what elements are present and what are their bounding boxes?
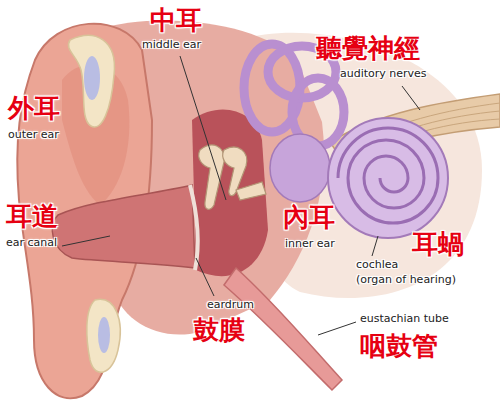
english-part-label: eardrum (207, 299, 254, 312)
helix-cartilage (68, 35, 114, 126)
chinese-part-label: 中耳 (150, 6, 202, 36)
english-part-label: inner ear (285, 238, 335, 251)
leader-lines (62, 56, 420, 335)
chinese-part-label: 聽覺神經 (316, 34, 420, 64)
ossicles (199, 145, 266, 209)
lobe-core (98, 317, 110, 353)
chinese-part-label: 耳道 (6, 202, 58, 232)
middle-ear-cavity (192, 110, 268, 277)
cartilage-core (84, 56, 100, 100)
vestibule (270, 134, 330, 202)
ear-canal (52, 185, 195, 268)
cochlea-spiral (338, 128, 438, 223)
english-part-label: auditory nerves (340, 68, 427, 81)
chinese-part-label: 內耳 (283, 203, 335, 233)
chinese-part-label: 外耳 (8, 94, 60, 124)
chinese-part-label: 鼓膜 (193, 316, 245, 346)
lobe-cartilage (87, 299, 120, 372)
english-part-label: eustachian tube (360, 313, 449, 326)
chinese-part-label: 耳蝸 (412, 230, 464, 260)
english-part-label: (organ of hearing) (356, 274, 456, 287)
english-part-label: ear canal (6, 237, 57, 250)
eardrum (190, 185, 198, 270)
english-part-label: outer ear (8, 129, 59, 142)
cochlea (328, 118, 448, 238)
english-part-label: cochlea (356, 259, 398, 272)
english-part-label: middle ear (142, 39, 201, 52)
chinese-part-label: 咽鼓管 (360, 332, 438, 362)
